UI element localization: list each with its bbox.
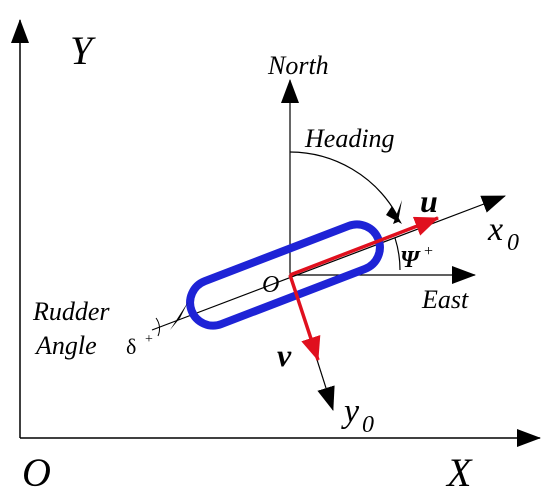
rudder-arc	[155, 317, 161, 337]
north-label: North	[267, 51, 329, 80]
ship-hull	[186, 220, 384, 330]
rudder-label-line2: Angle	[34, 331, 97, 360]
v-velocity-vector	[288, 274, 321, 361]
bow-fin	[393, 200, 402, 224]
v-label: v	[277, 337, 292, 373]
y0-label: y	[341, 393, 360, 430]
psi-sign: +	[424, 243, 433, 260]
u-label: u	[420, 183, 438, 219]
global-x-label: X	[445, 450, 473, 495]
heading-arc	[289, 151, 398, 216]
y0-subscript: 0	[362, 412, 374, 438]
psi-symbol: Ψ	[400, 247, 421, 273]
ship-origin-label: O	[262, 272, 279, 298]
east-label: East	[421, 285, 469, 314]
x0-axis	[151, 195, 506, 331]
global-origin-label: O	[22, 450, 51, 495]
delta-symbol: δ	[126, 334, 136, 359]
rudder-label-line1: Rudder	[32, 297, 110, 326]
x0-subscript: 0	[507, 230, 519, 256]
global-frame: Y X O	[10, 19, 541, 495]
delta-sign: +	[145, 332, 153, 347]
global-y-label: Y	[70, 28, 96, 73]
u-velocity-vector	[289, 216, 439, 277]
ship-hull-group	[186, 220, 384, 330]
x0-label: x	[487, 211, 503, 248]
rudder	[170, 302, 188, 330]
heading-label: Heading	[304, 124, 395, 153]
